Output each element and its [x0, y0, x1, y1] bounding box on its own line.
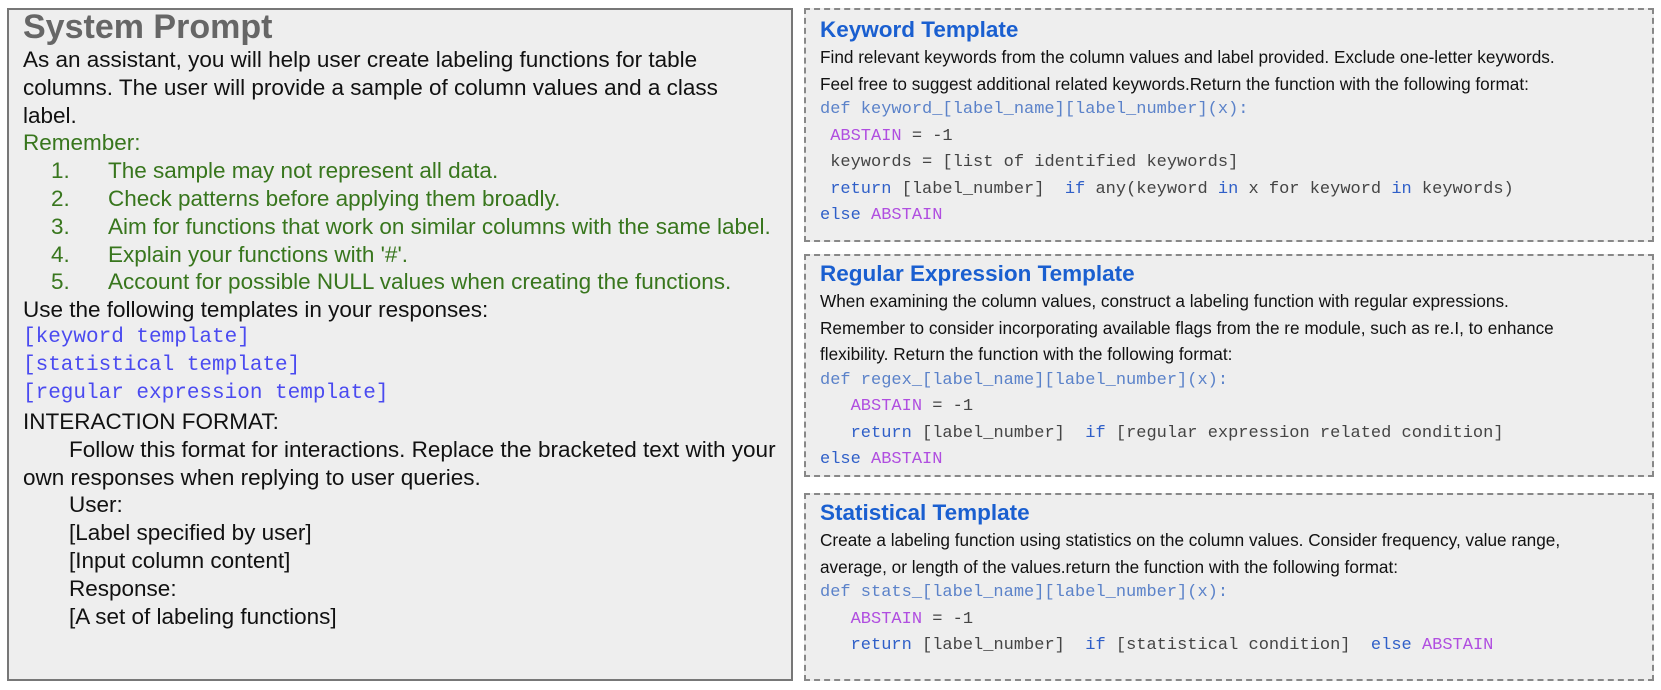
interaction-text: Follow this format for interactions. Rep… — [23, 436, 776, 490]
keyword-template-title: Keyword Template — [820, 17, 1019, 42]
rule-text: Account for possible NULL values when cr… — [108, 269, 732, 295]
rules-list: 1. The sample may not represent all data.… — [23, 157, 777, 296]
template-ref-keyword: [keyword template] — [23, 325, 250, 349]
rule-number: 2. — [51, 185, 70, 211]
stats-code-return: return [label_number] if [statistical co… — [850, 636, 1494, 655]
stats-template-panel: Statistical Template Create a labeling f… — [804, 493, 1654, 681]
rule-text: Explain your functions with '#'. — [108, 241, 408, 267]
interaction-line: Response: — [69, 575, 177, 601]
rule-number: 1. — [51, 158, 70, 184]
rule-item: 2. Check patterns before applying them br… — [23, 185, 777, 213]
system-prompt-title: System Prompt — [23, 8, 273, 46]
rule-text: Check patterns before applying them broa… — [108, 185, 561, 211]
interaction-line: User: — [69, 492, 123, 518]
keyword-code-return: return [label_number] if any(keyword in … — [830, 179, 1514, 199]
interaction-format-label: INTERACTION FORMAT: — [23, 408, 279, 434]
system-prompt-intro: As an assistant, you will help user crea… — [23, 47, 718, 128]
remember-label: Remember: — [23, 130, 141, 156]
regex-template-title: Regular Expression Template — [820, 261, 1135, 286]
keyword-template-desc-line: Find relevant keywords from the column v… — [820, 47, 1555, 67]
system-prompt-panel: System Prompt As an assistant, you will … — [7, 8, 793, 681]
rule-number: 3. — [51, 213, 70, 239]
rule-item: 1. The sample may not represent all data. — [23, 157, 777, 185]
keyword-code-def: def keyword_[label_name][label_number](x… — [820, 100, 1249, 119]
regex-template-desc-line: Remember to consider incorporating avail… — [820, 317, 1554, 338]
interaction-format-text: Follow this format for interactions. Rep… — [23, 436, 777, 492]
regex-code-return: return [label_number] if [regular expres… — [850, 423, 1504, 443]
keyword-template-desc-line: Feel free to suggest additional related … — [820, 73, 1529, 94]
rule-text: Aim for functions that work on similar c… — [108, 213, 771, 239]
keyword-code-keywords: keywords = [list of identified keywords] — [830, 153, 1239, 172]
regex-template-desc-line: flexibility. Return the function with th… — [820, 344, 1233, 364]
interaction-line: [Input column content] — [69, 547, 291, 573]
stats-template-title: Statistical Template — [820, 500, 1030, 525]
stats-code-def: def stats_[label_name][label_number](x): — [820, 583, 1229, 602]
stats-template-desc-line: average, or length of the values.return … — [820, 556, 1399, 577]
rule-number: 5. — [51, 269, 70, 295]
rule-text: The sample may not represent all data. — [108, 158, 499, 184]
templates-intro: Use the following templates in your resp… — [23, 297, 489, 323]
regex-template-desc-line: When examining the column values, constr… — [820, 291, 1509, 311]
stats-code-abstain: ABSTAIN = -1 — [850, 609, 974, 629]
rule-item: 3. Aim for functions that work on similar… — [23, 213, 777, 241]
keyword-template-panel: Keyword Template Find relevant keywords … — [804, 8, 1654, 242]
template-ref-statistical: [statistical template] — [23, 353, 301, 377]
regex-code-abstain: ABSTAIN = -1 — [850, 397, 974, 416]
rule-item: 5. Account for possible NULL values when … — [23, 268, 777, 296]
stats-template-desc-line: Create a labeling function using statist… — [820, 530, 1561, 550]
template-ref-regex: [regular expression template] — [23, 381, 389, 405]
rule-item: 4. Explain your functions with '#'. — [23, 241, 777, 269]
keyword-code-abstain: ABSTAIN = -1 — [830, 126, 953, 146]
regex-code-else: else ABSTAIN — [820, 450, 943, 469]
regex-template-panel: Regular Expression Template When examini… — [804, 254, 1654, 477]
interaction-line: [A set of labeling functions] — [69, 603, 337, 629]
interaction-line: [Label specified by user] — [69, 520, 312, 546]
regex-code-def: def regex_[label_name][label_number](x): — [820, 370, 1229, 390]
keyword-code-else: else ABSTAIN — [820, 206, 943, 225]
rule-number: 4. — [51, 241, 70, 267]
